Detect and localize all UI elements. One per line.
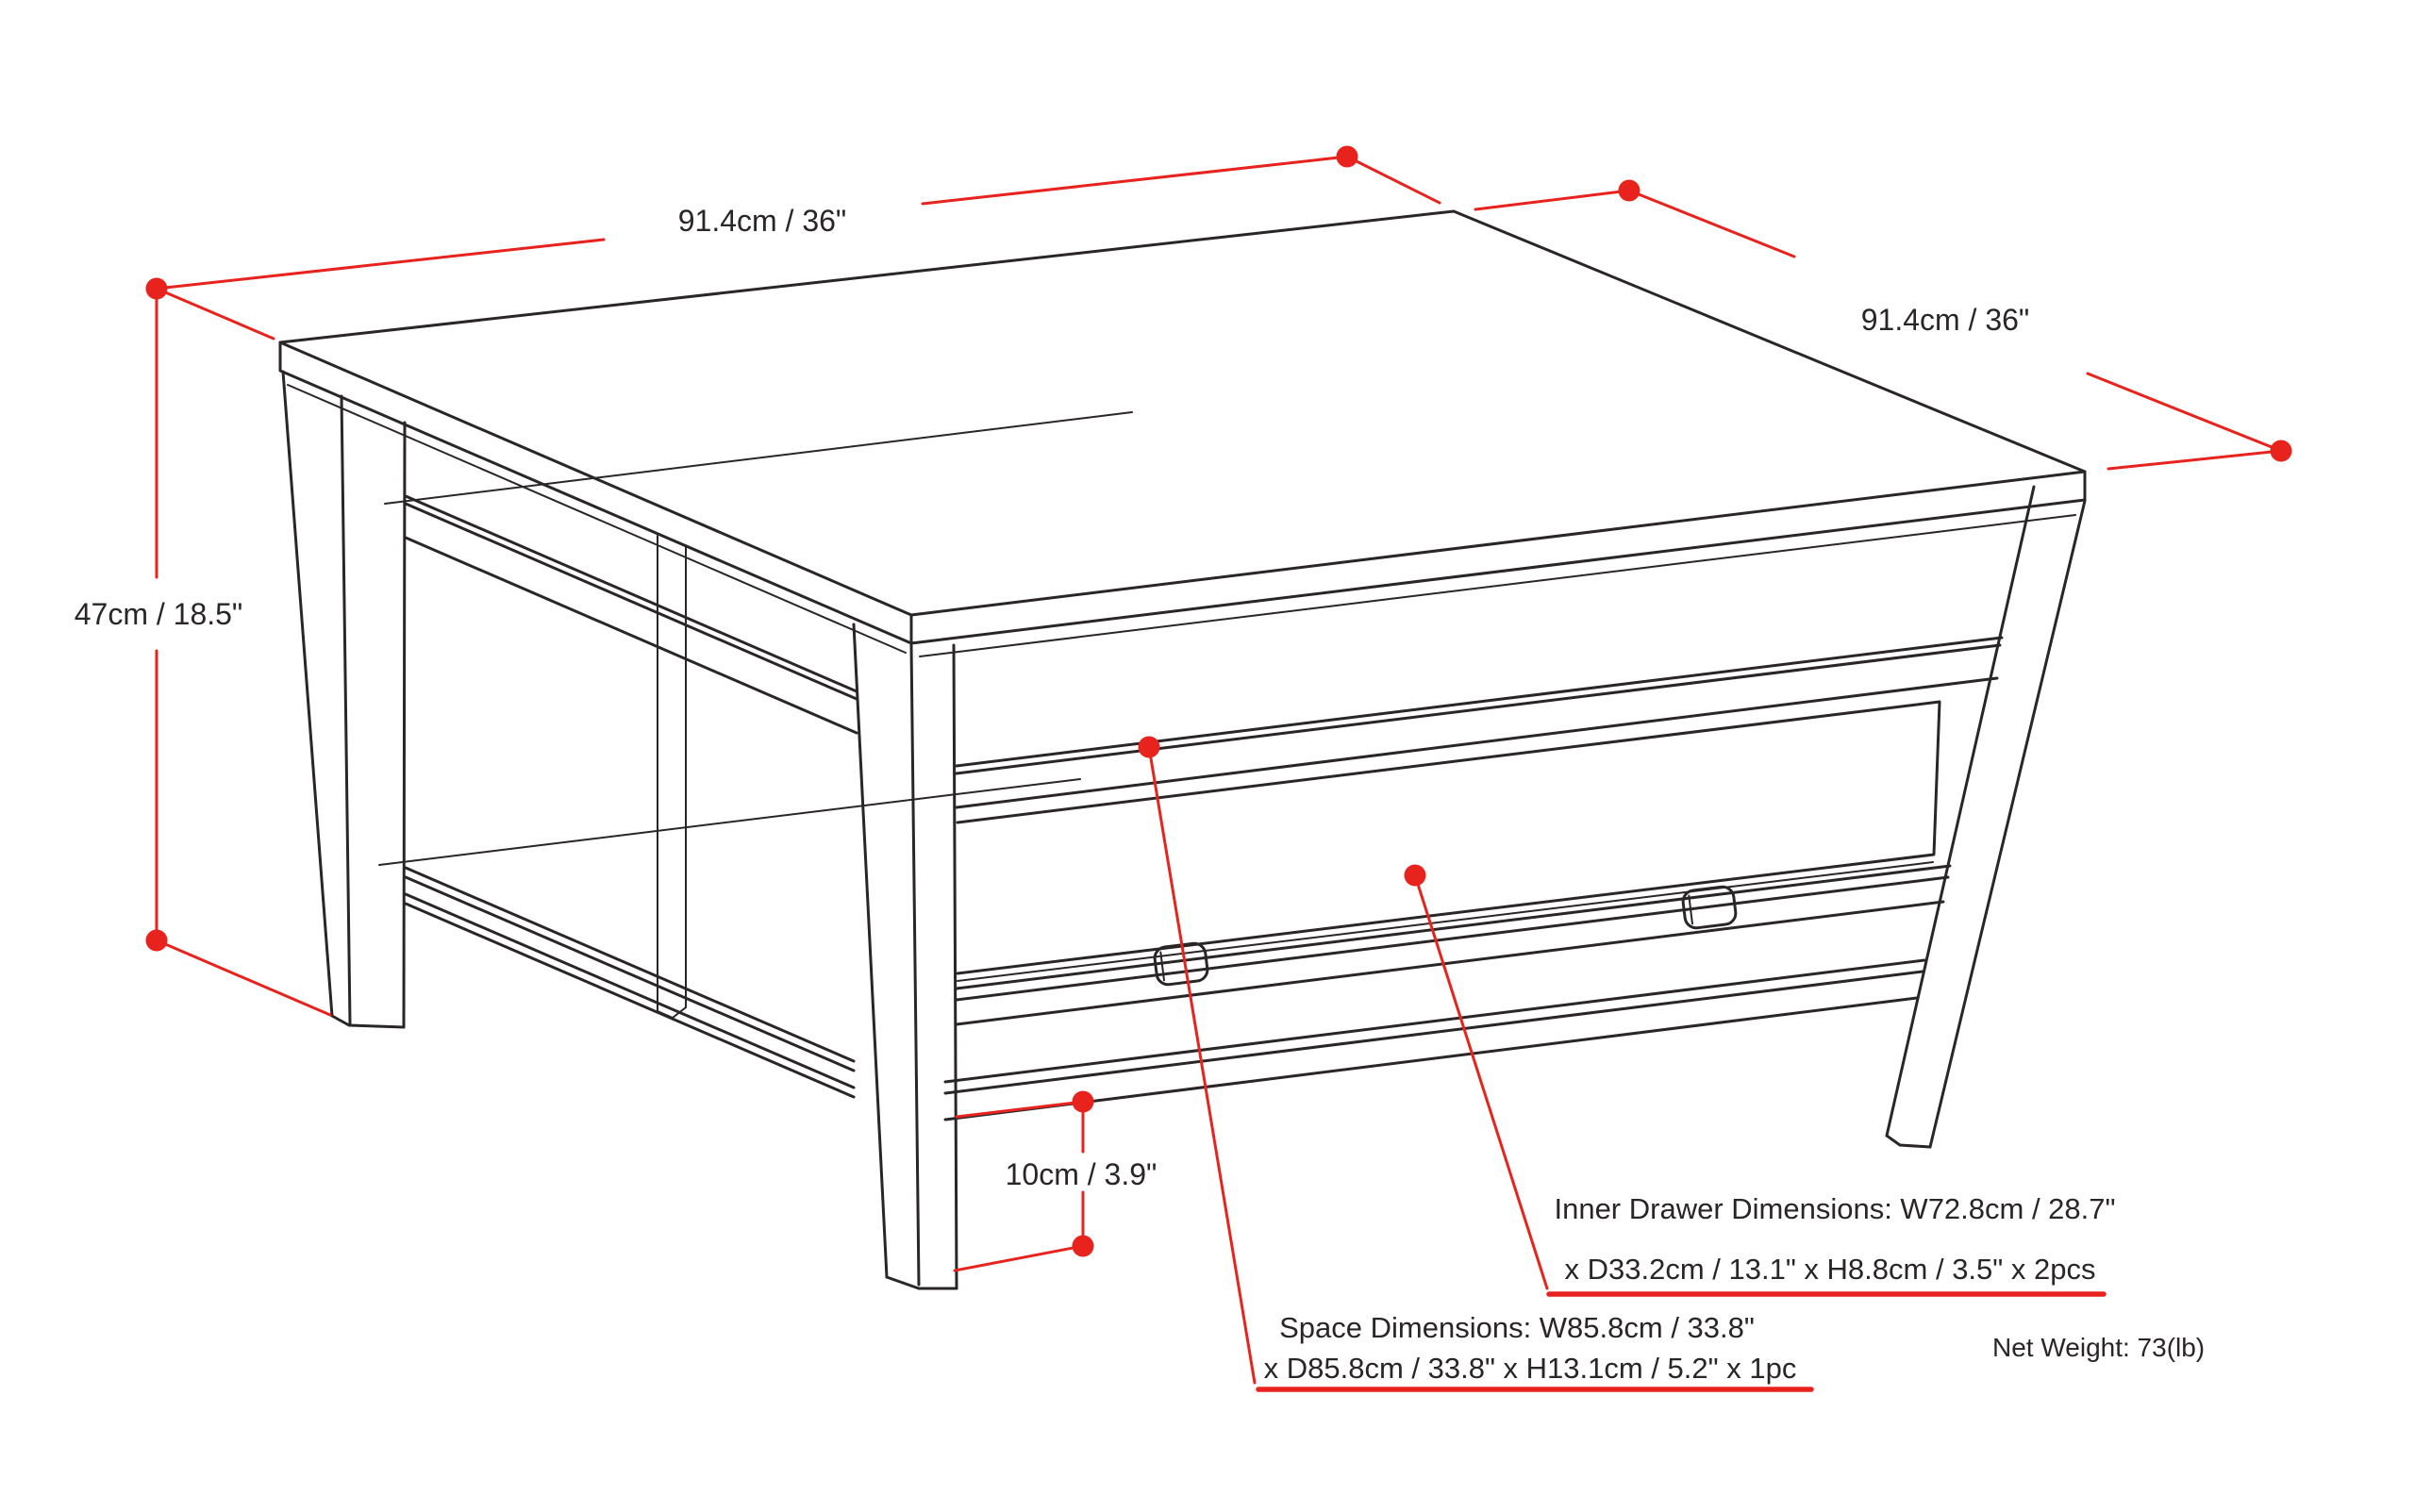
space-anchor-dot — [1138, 736, 1160, 758]
tabletop-thickness — [278, 341, 2087, 645]
table-drawing — [278, 209, 2087, 1290]
depth-endpoint-dot-bottom — [2270, 440, 2292, 462]
top-width-endpoint-dot-right — [1336, 145, 1358, 168]
lower-stretcher-right-lines — [943, 958, 1926, 1122]
tabletop-edge-profile-left — [287, 384, 907, 654]
dimension-depth: 91.4cm / 36" — [1474, 179, 2292, 471]
space-leader-line — [1147, 745, 1257, 1385]
lower-shelf-back-edge — [378, 778, 1081, 866]
top-rail — [955, 636, 2004, 809]
clearance-label: 10cm / 3.9" — [1006, 1157, 1158, 1191]
space-callout: Space Dimensions: W85.8cm / 33.8" x D85.… — [1138, 736, 1814, 1392]
right-leg — [1885, 485, 2087, 1149]
dimension-clearance: 10cm / 3.9" — [953, 1090, 1158, 1272]
left-leg-foot — [330, 1014, 406, 1029]
top-width-dimension-line — [155, 155, 1441, 341]
clearance-dimension-line — [953, 1100, 1085, 1272]
clearance-endpoint-dot-top — [1072, 1090, 1094, 1113]
right-leg-foot — [1885, 1134, 1932, 1149]
space-text-line1: Space Dimensions: W85.8cm / 33.8" — [1279, 1311, 1755, 1344]
inner-drawer-leader-line — [1413, 873, 1549, 1290]
tabletop — [278, 209, 2087, 657]
bottom-rail-lines — [955, 864, 1952, 1026]
inner-drawer-anchor-dot — [1404, 864, 1426, 887]
middle-shelf-band-left-face — [404, 494, 858, 735]
drawer-handle-left-pull — [1153, 941, 1209, 987]
bottom-rail — [955, 864, 1952, 1026]
drawer-front-edges — [956, 700, 1941, 975]
drawer-front — [956, 700, 1941, 987]
top-rail-lines — [955, 636, 2004, 809]
depth-label: 91.4cm / 36" — [1861, 303, 2030, 337]
drawer-front-bottom-edge — [957, 861, 1934, 982]
height-endpoint-dot-bottom — [145, 929, 168, 952]
tabletop-edge-profile-right — [919, 514, 2076, 657]
net-weight-label: Net Weight: 73(lb) — [1992, 1333, 2205, 1362]
dimension-height: 47cm / 18.5" — [75, 287, 332, 1017]
tabletop-surface — [278, 209, 2087, 617]
inner-drawer-text-line1: Inner Drawer Dimensions: W72.8cm / 28.7" — [1554, 1192, 2115, 1225]
inner-drawer-text-line2: x D33.2cm / 13.1" x H8.8cm / 3.5" x 2pcs — [1564, 1253, 2095, 1286]
clearance-endpoint-dot-bottom — [1072, 1235, 1094, 1257]
lower-stretcher-left — [404, 866, 856, 1099]
front-leg-foot — [885, 1275, 958, 1290]
front-leg — [852, 623, 958, 1290]
height-dimension-line — [155, 287, 332, 1017]
depth-endpoint-dot-top — [1618, 179, 1641, 202]
middle-shelf — [378, 411, 1133, 866]
lower-stretcher-left-lines — [404, 866, 856, 1099]
lower-stretcher-right — [943, 958, 1926, 1122]
inner-drawer-callout: Inner Drawer Dimensions: W72.8cm / 28.7"… — [1404, 864, 2116, 1297]
left-leg — [281, 370, 407, 1029]
depth-dimension-line — [1474, 189, 2283, 471]
space-text-line2: x D85.8cm / 33.8" x H13.1cm / 5.2" x 1pc — [1264, 1352, 1797, 1385]
left-leg-edges — [281, 370, 407, 1029]
right-leg-edges — [1885, 485, 2087, 1149]
top-width-label: 91.4cm / 36" — [678, 204, 847, 238]
height-label: 47cm / 18.5" — [75, 597, 243, 631]
dimension-top-width: 91.4cm / 36" — [145, 145, 1441, 341]
middle-shelf-back-edge — [384, 411, 1133, 505]
front-leg-edges — [852, 623, 958, 1290]
